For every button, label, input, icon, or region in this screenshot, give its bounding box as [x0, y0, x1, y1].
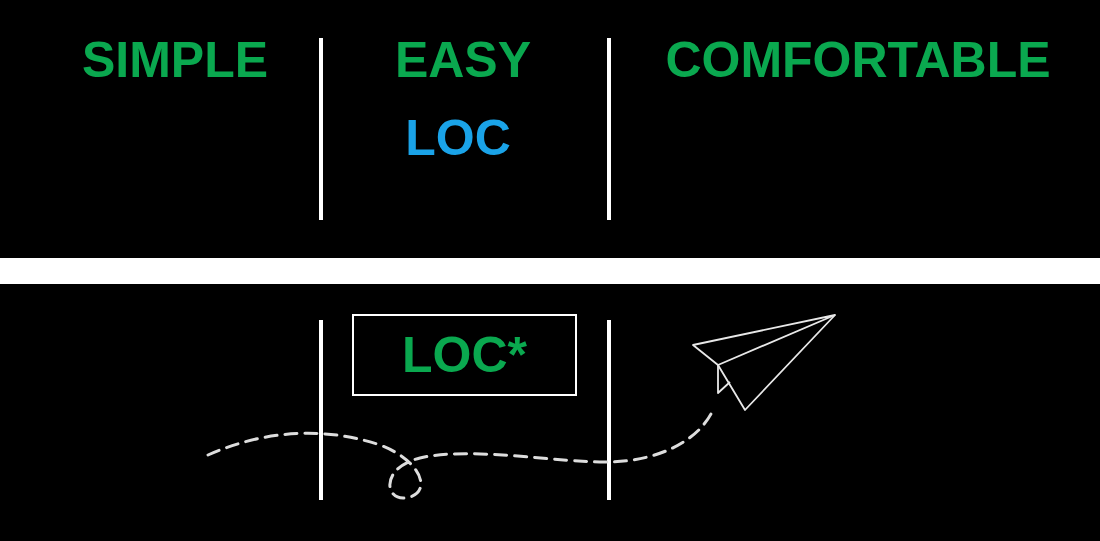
dashed-flight-path	[208, 412, 712, 498]
column-label: SIMPLE	[82, 33, 268, 88]
column-label: EASY	[395, 33, 531, 88]
bottom-band	[0, 284, 1100, 541]
highlight-box: LOC*	[352, 314, 577, 396]
plane-keel	[718, 365, 730, 393]
divider-line	[319, 320, 323, 500]
column-label: LOC	[405, 111, 511, 166]
column-label: COMFORTABLE	[665, 33, 1050, 88]
plane-wing	[693, 315, 835, 365]
divider-line	[607, 320, 611, 500]
plane-body	[718, 315, 835, 410]
divider-line	[607, 38, 611, 220]
top-band	[0, 0, 1100, 258]
divider-line	[319, 38, 323, 220]
box-text: LOC*	[402, 328, 527, 383]
paper-plane	[693, 315, 835, 410]
